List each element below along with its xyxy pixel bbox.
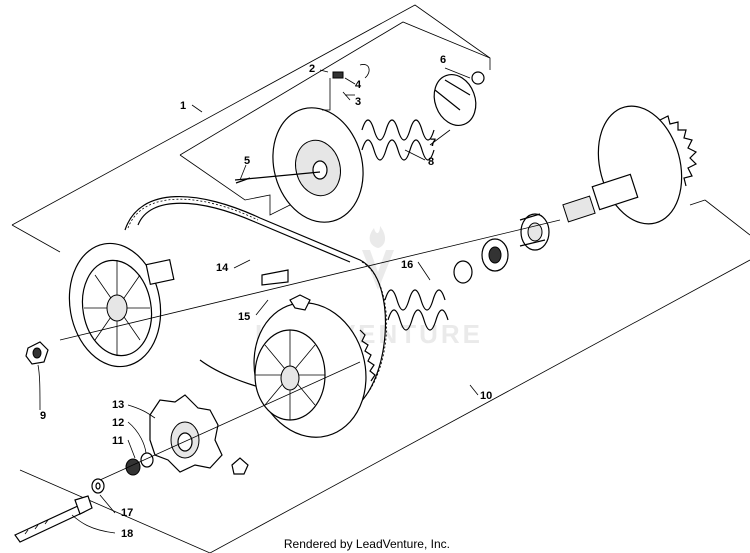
assembly-10-outline <box>19 199 750 553</box>
spider-cap <box>433 71 485 126</box>
callout-12: 12 <box>112 417 124 429</box>
render-credit: Rendered by LeadVenture, Inc. <box>283 537 450 551</box>
small-parts-2-4 <box>332 64 370 96</box>
bracket-15 <box>261 269 311 311</box>
callout-17: 17 <box>121 507 133 519</box>
callout-4: 4 <box>355 79 362 91</box>
callout-15: 15 <box>238 311 250 323</box>
callout-14: 14 <box>216 262 229 274</box>
spider-13 <box>149 394 249 475</box>
callout-7: 7 <box>430 137 436 149</box>
bolt-18 <box>14 495 93 543</box>
callout-5: 5 <box>244 155 250 167</box>
spring-8 <box>361 119 435 161</box>
callout-10: 10 <box>480 390 492 402</box>
callout-16: 16 <box>401 259 413 271</box>
callout-18: 18 <box>121 528 133 540</box>
callout-9: 9 <box>40 410 46 422</box>
callout-3: 3 <box>355 96 361 108</box>
left-sheave <box>68 242 175 368</box>
spring-16 <box>384 289 449 331</box>
assembly-1-outline <box>11 4 491 253</box>
leader-lines <box>37 67 479 534</box>
shaft-axis <box>59 219 561 481</box>
callout-11: 11 <box>112 435 124 447</box>
washer-12 <box>140 452 154 468</box>
nut-9 <box>25 341 49 365</box>
driven-clutch <box>562 105 698 225</box>
callout-6: 6 <box>440 54 446 66</box>
moveable-sheave <box>253 302 376 438</box>
washer-17 <box>91 478 105 494</box>
callout-2: 2 <box>309 63 315 75</box>
callout-13: 13 <box>112 399 124 411</box>
callout-1: 1 <box>180 100 186 112</box>
bearing-stack <box>453 213 550 284</box>
callouts: 1 2 3 4 5 6 7 8 9 10 11 12 13 14 15 16 1… <box>40 54 492 540</box>
callout-8: 8 <box>428 156 434 168</box>
drive-clutch-sheave <box>234 107 364 223</box>
pin-5 <box>235 177 251 184</box>
